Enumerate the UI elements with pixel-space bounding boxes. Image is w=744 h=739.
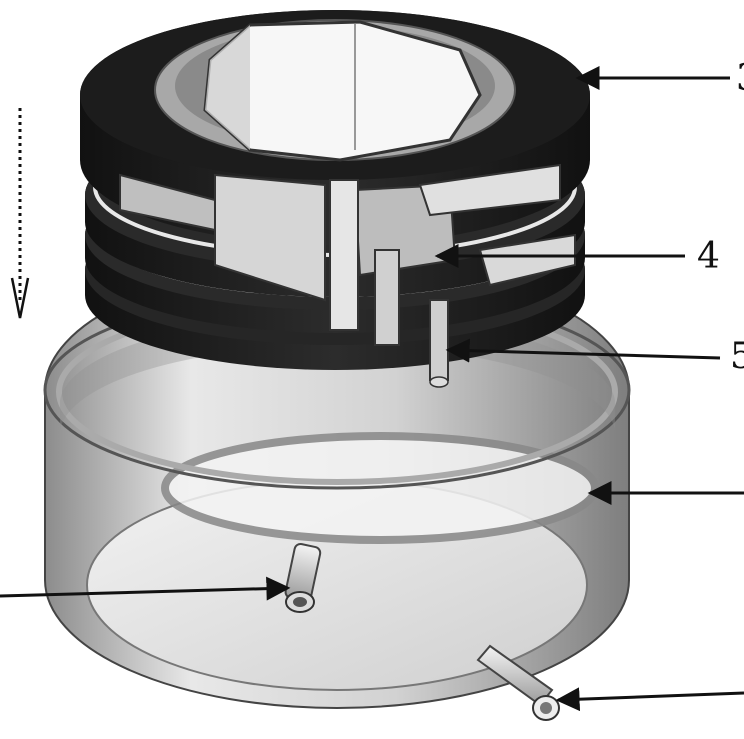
tank xyxy=(43,261,631,709)
callout-outlet-pipe xyxy=(555,687,744,712)
label-4: 4 xyxy=(697,236,720,277)
outlet-pipe xyxy=(476,644,560,721)
central-shaft xyxy=(329,179,359,331)
dotted-down-arrow-icon xyxy=(10,108,30,319)
callout-5: 5 xyxy=(445,336,744,377)
callout-3: 3 xyxy=(575,58,744,99)
callout-4: 4 xyxy=(434,236,720,277)
callout-inner-pipe xyxy=(0,576,291,601)
label-5: 5 xyxy=(730,336,744,377)
inner-pipe xyxy=(284,543,322,613)
disc-stack xyxy=(80,10,590,388)
label-3: 3 xyxy=(736,58,744,99)
